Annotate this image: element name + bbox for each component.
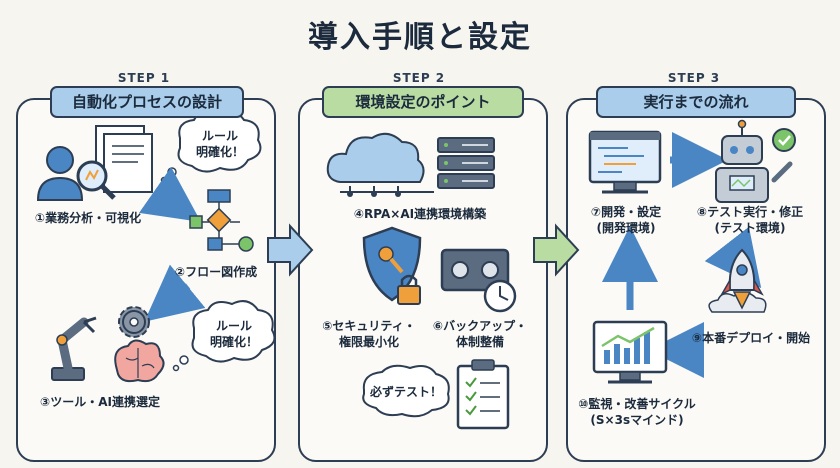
item-1-label: ①業務分析・可視化 — [34, 211, 142, 225]
item-5-line-2: 権限最小化 — [338, 335, 399, 349]
item-9-label: ⑨本番デプロイ・開始 — [691, 331, 811, 345]
bubble-1-line-1: ルール — [201, 129, 238, 143]
item-6-label: ⑥バックアップ・ 体制整備 — [424, 318, 536, 350]
arrow-step2-to-step3 — [533, 223, 580, 277]
step2-label: STEP 2 — [392, 71, 446, 85]
step3-heading: 実行までの流れ — [596, 86, 796, 118]
bubble-2-text: ルール 明確化！ — [202, 318, 266, 350]
item-7-label: ⑦開発・設定 (開発環境) — [578, 204, 674, 236]
arrow-step1-to-step2 — [267, 223, 314, 277]
item-5-line-1: ⑤セキュリティ・ — [322, 319, 416, 333]
item-10-line-1: ⑩監視・改善サイクル — [578, 397, 696, 411]
item-8-line-1: ⑧テスト実行・修正 — [696, 205, 804, 219]
speech-bubble-2 — [172, 300, 276, 372]
step1-heading: 自動化プロセスの設計 — [50, 86, 244, 118]
bubble-1-text: ルール 明確化！ — [188, 128, 252, 160]
robot-arm-icon — [51, 316, 97, 381]
item-3-label: ③ツール・AI連携選定 — [40, 395, 160, 409]
step3-label: STEP 3 — [667, 71, 721, 85]
bubble-3-text: 必ずテスト！ — [369, 385, 442, 399]
item-7-line-1: ⑦開発・設定 — [590, 205, 662, 219]
bubble-1-line-2: 明確化！ — [195, 145, 244, 159]
item-6-line-2: 体制整備 — [455, 335, 504, 349]
item-5-label: ⑤セキュリティ・ 権限最小化 — [314, 318, 424, 350]
code-monitor-icon — [588, 130, 662, 194]
arrow-analysis-to-flow — [139, 167, 201, 223]
page-title: 導入手順と設定 — [308, 20, 532, 55]
item-8-line-2: (テスト環境) — [714, 221, 786, 235]
item-8-label: ⑧テスト実行・修正 (テスト環境) — [686, 204, 814, 236]
cloud-server-icon — [326, 132, 495, 197]
speech-bubble-3 — [362, 364, 450, 418]
item-10-label: ⑩監視・改善サイクル (S×3sマインド) — [572, 396, 702, 428]
analyst-magnifier-icon — [36, 125, 153, 201]
rocket-icon — [708, 248, 767, 313]
item-10-line-2: (S×3sマインド) — [590, 413, 684, 427]
step1-label: STEP 1 — [117, 71, 171, 85]
analytics-monitor-icon — [592, 320, 668, 384]
shield-lock-icon — [362, 226, 422, 305]
checklist-clipboard-icon — [456, 359, 510, 430]
step2-heading: 環境設定のポイント — [322, 86, 524, 118]
brain-icon — [114, 339, 165, 383]
robot-icon — [715, 119, 796, 203]
item-6-line-1: ⑥バックアップ・ — [432, 319, 528, 333]
backup-tape-clock-icon — [440, 248, 517, 313]
arrow-flow-to-tools — [144, 264, 206, 322]
bubble-2-line-2: 明確化！ — [209, 335, 258, 349]
gear-icon — [118, 306, 150, 338]
bubble-2-line-1: ルール — [215, 319, 252, 333]
item-4-label: ④RPA×AI連携環境構築 — [353, 207, 487, 221]
item-2-label: ②フロー図作成 — [174, 265, 258, 279]
item-7-line-2: (開発環境) — [596, 221, 656, 235]
flowchart-icon — [189, 189, 254, 252]
